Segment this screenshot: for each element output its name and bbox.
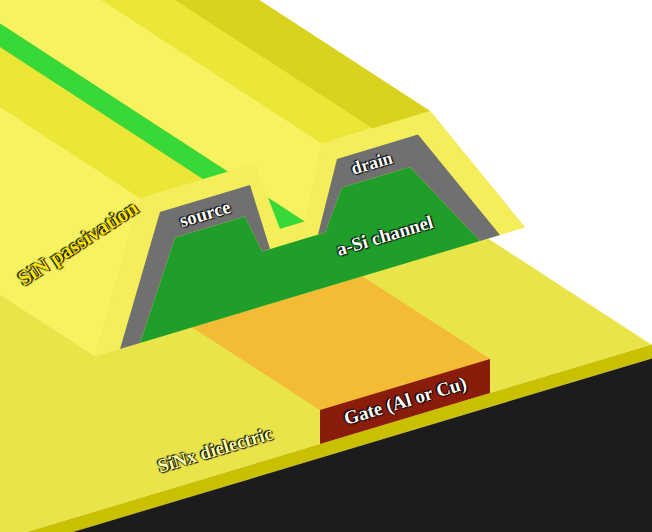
source-front bbox=[120, 185, 270, 349]
gate-front bbox=[320, 359, 490, 444]
passivation-front bbox=[95, 111, 525, 357]
a-si-front bbox=[140, 167, 480, 343]
